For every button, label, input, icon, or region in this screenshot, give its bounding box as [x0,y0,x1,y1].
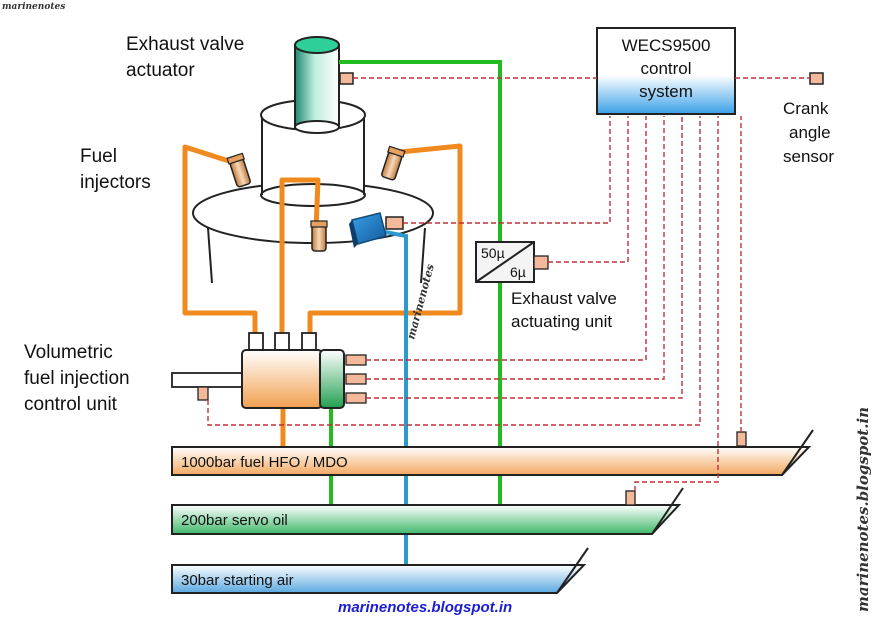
volumetric-label-line2: fuel injection [24,368,130,389]
control-system-line3: system [639,82,693,101]
pipe-servo-label: 200bar servo oil [181,512,288,529]
air-valve-connector [385,216,404,230]
actuating-unit-label-line2: actuating unit [511,312,612,331]
fuel-injector-center [310,220,328,252]
control-signal-lines [207,77,810,491]
control-system-line2: control [640,59,691,78]
pipe-fuel-hfo-mdo: 1000bar fuel HFO / MDO [171,429,814,476]
pipe-air-label: 30bar starting air [181,572,294,589]
fuel-injector-right [381,145,406,181]
watermark-center: marinenotes [404,263,437,341]
crank-angle-sensor [809,72,824,85]
volumetric-label-line1: Volumetric [24,342,113,363]
watermark-top: marinenotes [2,2,65,12]
crank-label-line3: sensor [783,147,834,166]
fuel-injectors-label-line1: Fuel [80,146,117,167]
exhaust-valve-actuator-label-line1: Exhaust valve [126,34,244,55]
exhaust-valve-actuator-cylinder [294,36,340,134]
exhaust-valve-actuating-unit: 50µ 6µ [475,241,549,283]
crank-label-line2: angle [789,123,831,142]
crank-label-line1: Crank [783,99,829,118]
volumetric-label-line3: control unit [24,394,118,415]
volumetric-fuel-injection-control-unit [171,332,367,409]
ratio-bottom-label: 6µ [510,264,526,280]
servo-pressure-sensor [625,490,636,506]
pipe-starting-air: 30bar starting air [171,547,589,594]
pipe-fuel-label: 1000bar fuel HFO / MDO [181,454,348,471]
fuel-injectors-label-line2: injectors [80,172,151,193]
pipe-servo-oil: 200bar servo oil [171,487,684,535]
fuel-injector-left [226,152,251,188]
control-system-line1: WECS9500 [622,36,711,55]
footer-url: marinenotes.blogspot.in [338,599,512,616]
actuator-sensor-connector [339,72,354,85]
starting-air-valve [349,212,387,248]
fuel-pressure-sensor [736,431,747,447]
actuating-unit-label-line1: Exhaust valve [511,289,617,308]
ratio-top-label: 50µ [481,245,505,261]
watermark-side: marinenotes.blogspot.in [854,407,872,612]
wecs9500-control-system: WECS9500 control system [596,27,736,115]
exhaust-valve-actuator-label-line2: actuator [126,60,195,81]
fuel-high-pressure-lines [182,143,463,448]
